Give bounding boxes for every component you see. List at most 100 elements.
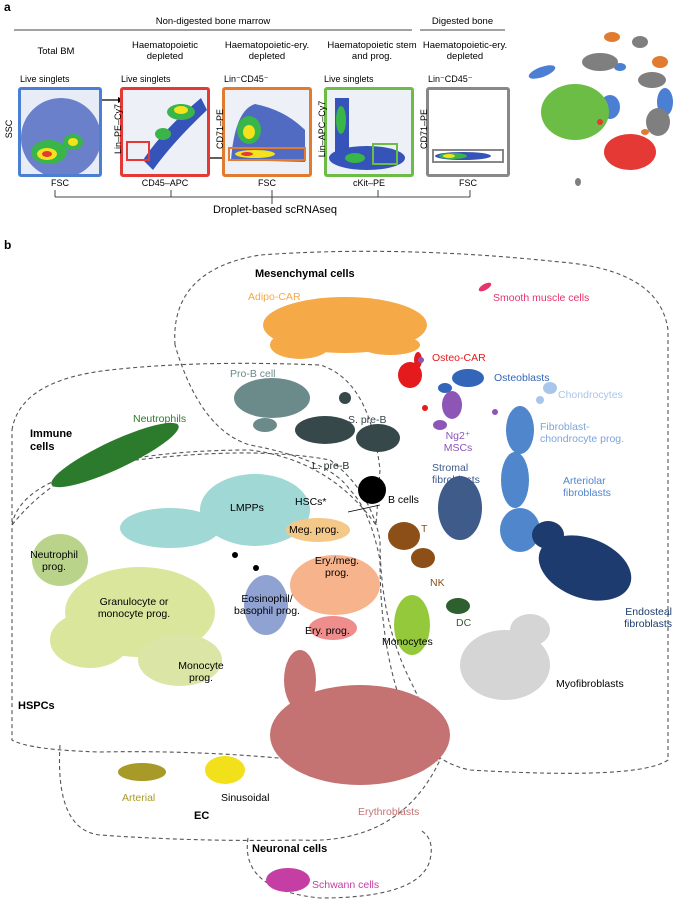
col-title-5: Haematopoietic-ery. depleted [422, 40, 508, 62]
cluster-adipo-car [263, 297, 427, 359]
label-endosteal: Endosteal fibroblasts [624, 606, 672, 630]
group-immune: Immune cells [30, 428, 73, 453]
label-ery-meg: Ery./meg. prog. [314, 555, 360, 579]
col-title-3: Haematopoietic-ery. depleted [224, 40, 310, 62]
cluster-dc [446, 598, 470, 614]
label-b-cells: B cells [388, 494, 419, 506]
label-monocytes: Monocytes [382, 636, 433, 648]
label-arteriolar: Arteriolar fibroblasts [563, 475, 611, 499]
facs-plot-hspc [324, 87, 414, 177]
label-pro-b: Pro-B cell [230, 368, 276, 380]
cluster-meg-prog [286, 518, 350, 542]
facs-density-3 [225, 90, 309, 174]
x-axis-3: FSC [258, 178, 276, 188]
outline-neuronal [246, 829, 432, 899]
label-ery-prog: Ery. prog. [305, 625, 350, 637]
label-dc: DC [456, 617, 472, 629]
gate-title-2: Live singlets [121, 74, 171, 84]
cluster-pro-b [234, 378, 310, 432]
facs-density-2 [123, 90, 207, 174]
cluster-osteoblasts [438, 369, 484, 393]
cluster-t-nk [388, 522, 435, 568]
cluster-lmpps [120, 474, 310, 548]
cluster-monocytes [394, 595, 430, 655]
cluster-eosinophil [244, 575, 288, 635]
group-ec: EC [194, 810, 210, 822]
label-eosinophil: Eosinophil/ basophil prog. [234, 593, 300, 617]
label-gmp: Granulocyte or monocyte prog. [97, 596, 171, 620]
group-hspcs: HSPCs [18, 700, 55, 712]
x-axis-5: FSC [459, 178, 477, 188]
label-hscs: HSCs* [295, 496, 327, 508]
facs-density-4 [327, 90, 411, 174]
cluster-myofibroblasts [460, 614, 550, 700]
label-chondrocytes: Chondrocytes [558, 389, 623, 401]
label-stromal: Stromal fibroblasts [432, 462, 480, 486]
x-axis-4: cKit–PE [352, 178, 385, 188]
cluster-neutrophil-prog [32, 534, 88, 586]
cluster-pre-b [295, 392, 400, 452]
cluster-b-cells [358, 476, 386, 504]
facs-plot-digested [426, 87, 510, 177]
cluster-arteriolar [500, 406, 540, 552]
label-lmpps: LMPPs [230, 502, 264, 514]
x-axis-1: FSC [51, 178, 69, 188]
label-arterial: Arterial [122, 792, 156, 804]
label-meg-prog: Meg. prog. [289, 524, 340, 536]
label-myofibroblasts: Myofibroblasts [556, 678, 624, 690]
label-t: T [421, 523, 428, 535]
mini-tsne [528, 32, 673, 186]
cluster-ng2-mscs [418, 357, 498, 430]
label-nk: NK [430, 577, 445, 589]
gate-title-1: Live singlets [20, 74, 70, 84]
cluster-ery-meg [290, 555, 380, 615]
label-neutrophil-prog: Neutrophil prog. [30, 549, 78, 573]
gate-title-3: Lin⁻CD45⁻ [224, 74, 269, 84]
gate-title-5: Lin⁻CD45⁻ [428, 74, 473, 84]
label-osteo-car: Osteo-CAR [432, 352, 486, 364]
x-axis-2: CD45–APC [141, 178, 189, 188]
group-neuronal: Neuronal cells [252, 843, 328, 855]
label-erythroblasts: Erythroblasts [358, 806, 420, 818]
facs-plot-total-bm [18, 87, 102, 178]
gate-title-4: Live singlets [324, 74, 374, 84]
hsc-dots [232, 552, 259, 571]
facs-density-5 [429, 90, 507, 174]
facs-plot-ery-depleted [222, 87, 312, 177]
col-title-2: Haematopoietic depleted [131, 40, 198, 62]
panel-b-letter: b [4, 238, 12, 252]
cluster-monocyte-prog [138, 634, 222, 686]
outline-hspcs [11, 452, 441, 771]
label-monocyte-prog: Monocyte prog. [178, 660, 224, 684]
cluster-arterial [118, 763, 166, 781]
outline-ec [58, 744, 441, 841]
cluster-chondrocytes [536, 382, 557, 404]
header-nondigested: Non-digested bone marrow [155, 16, 271, 27]
col-title-4: Haematopoietic stem and prog. [327, 40, 417, 62]
cluster-endosteal [532, 521, 632, 601]
col-title-1: Total BM [37, 46, 75, 57]
cluster-schwann [266, 868, 310, 892]
label-neutrophils: Neutrophils [133, 413, 187, 425]
footer-scrnaseq: Droplet-based scRNAseq [212, 204, 338, 216]
facs-density-1 [21, 90, 101, 178]
label-ng2-mscs: Ng2⁺ MSCs [443, 430, 473, 454]
cluster-neutrophils [51, 422, 179, 488]
panel-a-letter: a [4, 0, 11, 14]
label-smooth-muscle: Smooth muscle cells [493, 292, 590, 304]
cluster-ery-prog [309, 616, 357, 640]
cluster-sinusoidal [205, 756, 245, 784]
facs-plot-haem-depleted [120, 87, 210, 177]
label-sinusoidal: Sinusoidal [221, 792, 270, 804]
group-mesenchymal: Mesenchymal cells [255, 268, 355, 280]
header-digested: Digested bone [431, 16, 494, 27]
label-l-pre-b: L. pre-B [312, 460, 350, 472]
label-s-pre-b: S. pre-B [348, 414, 387, 426]
cluster-smooth-muscle [478, 282, 492, 292]
label-schwann: Schwann cells [312, 879, 380, 891]
label-osteoblasts: Osteoblasts [494, 372, 550, 384]
cluster-erythroblasts [270, 650, 450, 785]
label-fibro-chondro: Fibroblast-chondrocyte prog. [540, 421, 625, 445]
cluster-stromal [438, 476, 482, 540]
